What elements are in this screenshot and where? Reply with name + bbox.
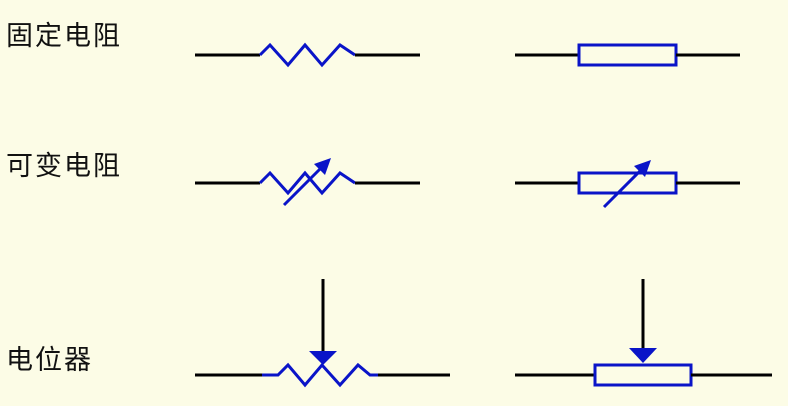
wiper-arrow-head (629, 348, 657, 363)
adjust-arrow-head (314, 158, 331, 175)
potentiometer-box-symbol (515, 279, 772, 387)
resistor-box (593, 363, 693, 387)
label-potentiometer: 电位器 (6, 345, 93, 376)
label-fixed-resistor: 固定电阻 (6, 21, 122, 52)
wiper-arrow-head (309, 351, 337, 365)
adjust-arrow-shaft (282, 164, 325, 207)
adjust-arrow-head (634, 160, 651, 177)
label-variable-resistor: 可变电阻 (6, 151, 122, 182)
potentiometer-zigzag-symbol (195, 279, 450, 388)
resistor-box (577, 43, 678, 67)
adjust-arrow-shaft (602, 166, 645, 209)
zigzag (258, 170, 356, 196)
variable-resistor-zigzag-symbol (195, 158, 420, 207)
fixed-resistor-zigzag-symbol (195, 42, 420, 68)
fixed-resistor-box-symbol (515, 43, 740, 67)
zigzag (262, 362, 378, 388)
zigzag (258, 42, 356, 68)
variable-resistor-box-symbol (515, 160, 740, 209)
